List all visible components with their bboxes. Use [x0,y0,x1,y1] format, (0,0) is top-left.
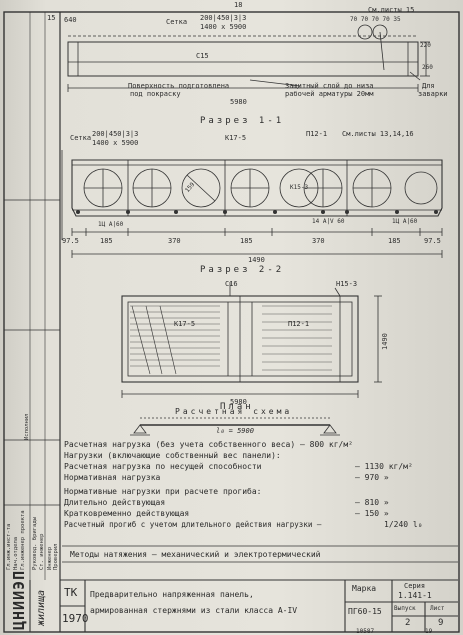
section-2-p12-label: П12-1 [288,320,310,328]
long-term-load: Длительно действующая [64,498,166,507]
section-1-mesh-label: Сетка [70,134,92,142]
section-1-dim-6: 97.5 [424,237,441,245]
section-1-bar-3: 1Ц А|60 [392,218,418,225]
section-2-dim-1490: 1490 [381,333,389,350]
elevation-dim-220: 220 [420,42,431,49]
section-1-dim-1: 185 [100,237,113,245]
tensioning-methods: Методы натяжения — механический и электр… [70,550,321,559]
section-1-k15-label: К15-3 [290,184,309,191]
calc-scheme [130,417,340,436]
bottom-corner-code: 10587 [356,628,375,635]
stamp-col-8: Исполнил [24,413,30,441]
section-1-dim-4: 370 [312,237,325,245]
section-1-dim-5: 185 [388,237,401,245]
sheet-label: Лист [430,605,445,612]
elevation-sheets-ref: См.листы 15 [368,6,415,14]
stamp-col-1: Гл.инж.инст-та [6,523,12,570]
loads-header: Нагрузки (включающие собственный вес пан… [64,451,281,460]
deflection-line: Расчетный прогиб с учетом длительного де… [64,520,322,529]
plan-title: План [220,402,254,412]
section-2-title: Разрез 2-2 [200,265,285,275]
deflection-header: Нормативные нагрузки при расчете прогиба… [64,487,262,496]
section-2-k17-label: К17-5 [174,320,196,328]
mark-label: Марка [352,584,377,593]
section-1-bar-1: 1Ц А|60 [98,221,124,228]
bearing-load: Расчетная нагрузка по несущей способност… [64,462,262,471]
surface-note-2: под покраску [130,90,181,98]
bottom-corner-page: 19 [425,628,433,635]
org-subtitle: жилища [36,589,47,626]
elevation-view [67,24,430,92]
section-2-plan-view [121,282,382,398]
stamp-col-4: Руковод. бригады [32,517,38,570]
series-value: 1.141-1 [398,591,432,600]
section-2-c16-label: С16 [225,280,238,288]
calc-scheme-title: Расчетная схема [175,407,293,416]
section-1-total: 1490 [248,256,265,264]
title-block-tk: ТК [64,586,78,599]
section-1-dim-3: 185 [240,237,253,245]
issue-value: 2 [405,618,411,628]
design-load: Расчетная нагрузка (без учета собственно… [64,440,353,449]
long-term-load-value: — 810 » [355,498,389,507]
short-term-load-value: — 150 » [355,509,389,518]
section-1-mesh-spec-2: 1400 x 5900 [92,139,139,147]
short-term-load: Кратковременно действующая [64,509,190,518]
section-2-h15-label: Н15-3 [336,280,358,288]
elevation-mesh-spec: 200|450|3|3 [200,14,247,22]
section-1-dim-2: 370 [168,237,181,245]
section-1-sheets-ref: См.листы 13,14,16 [342,130,414,138]
stamp-col-5: Ст. инженер [39,533,45,570]
section-1-p12-label: П12-1 [306,130,328,138]
calc-scheme-span: l₀ = 5900 [216,427,254,435]
slab-note-1: Для [422,82,435,90]
title-block-year: 1970 [62,612,89,625]
mark-value: ПГ60-15 [348,607,382,616]
section-1-dim-0: 97.5 [62,237,79,245]
surface-note-1: Поверхность подготовлена [128,82,230,90]
normative-load: Нормативная нагрузка [64,473,161,482]
page-top-number: 18 [234,1,243,9]
stamp-col-3: Гл.инженер проекта [20,510,26,570]
title-line-1: Предварительно напряженная панель, [90,590,254,599]
sheet-value: 9 [438,618,444,628]
section-2-total: 5980 [230,398,247,406]
stamp-col-2: Нач.отдела [13,536,19,570]
elevation-dim-15: 15 [47,14,56,22]
bearing-load-value: — 1130 кг/м² [355,462,413,471]
elevation-dims-top-right: 70 70 70 70 35 [350,16,401,23]
elevation-dim-260: 260 [422,64,433,71]
slab-note-2: заварки [418,90,448,98]
section-1-mesh-spec: 200|450|3|3 [92,130,139,138]
series-label: Серия [404,582,426,590]
issue-label: Выпуск [394,605,416,612]
title-block-lines [29,579,458,632]
cover-note-1: Защитный слой до низа [285,82,374,90]
elevation-mesh-spec-2: 1400 x 5900 [200,23,247,31]
cover-note-2: рабочей арматуры 20мм [285,90,374,98]
section-1-bar-2: 14 А|V 60 [312,218,345,225]
deflection-value: 1/240 l₀ [384,520,423,529]
elevation-mesh-label: Сетка [166,18,188,26]
section-1-k17-label: К17-5 [225,134,247,142]
org-logo: ЦНИИЭП [10,569,28,630]
sheet-frame [3,11,460,633]
section-1-rebars [76,210,438,214]
section-1-view [61,150,443,258]
elevation-dim-c15: С15 [196,52,209,60]
elevation-dim-640: 640 [64,16,77,24]
elevation-dim-5980: 5980 [230,98,247,106]
stamp-col-7: Проверил [53,543,59,571]
title-line-2: армированная стержнями из стали класса А… [90,606,298,615]
section-1-title: Разрез 1-1 [200,116,285,126]
normative-load-value: — 970 » [355,473,389,482]
